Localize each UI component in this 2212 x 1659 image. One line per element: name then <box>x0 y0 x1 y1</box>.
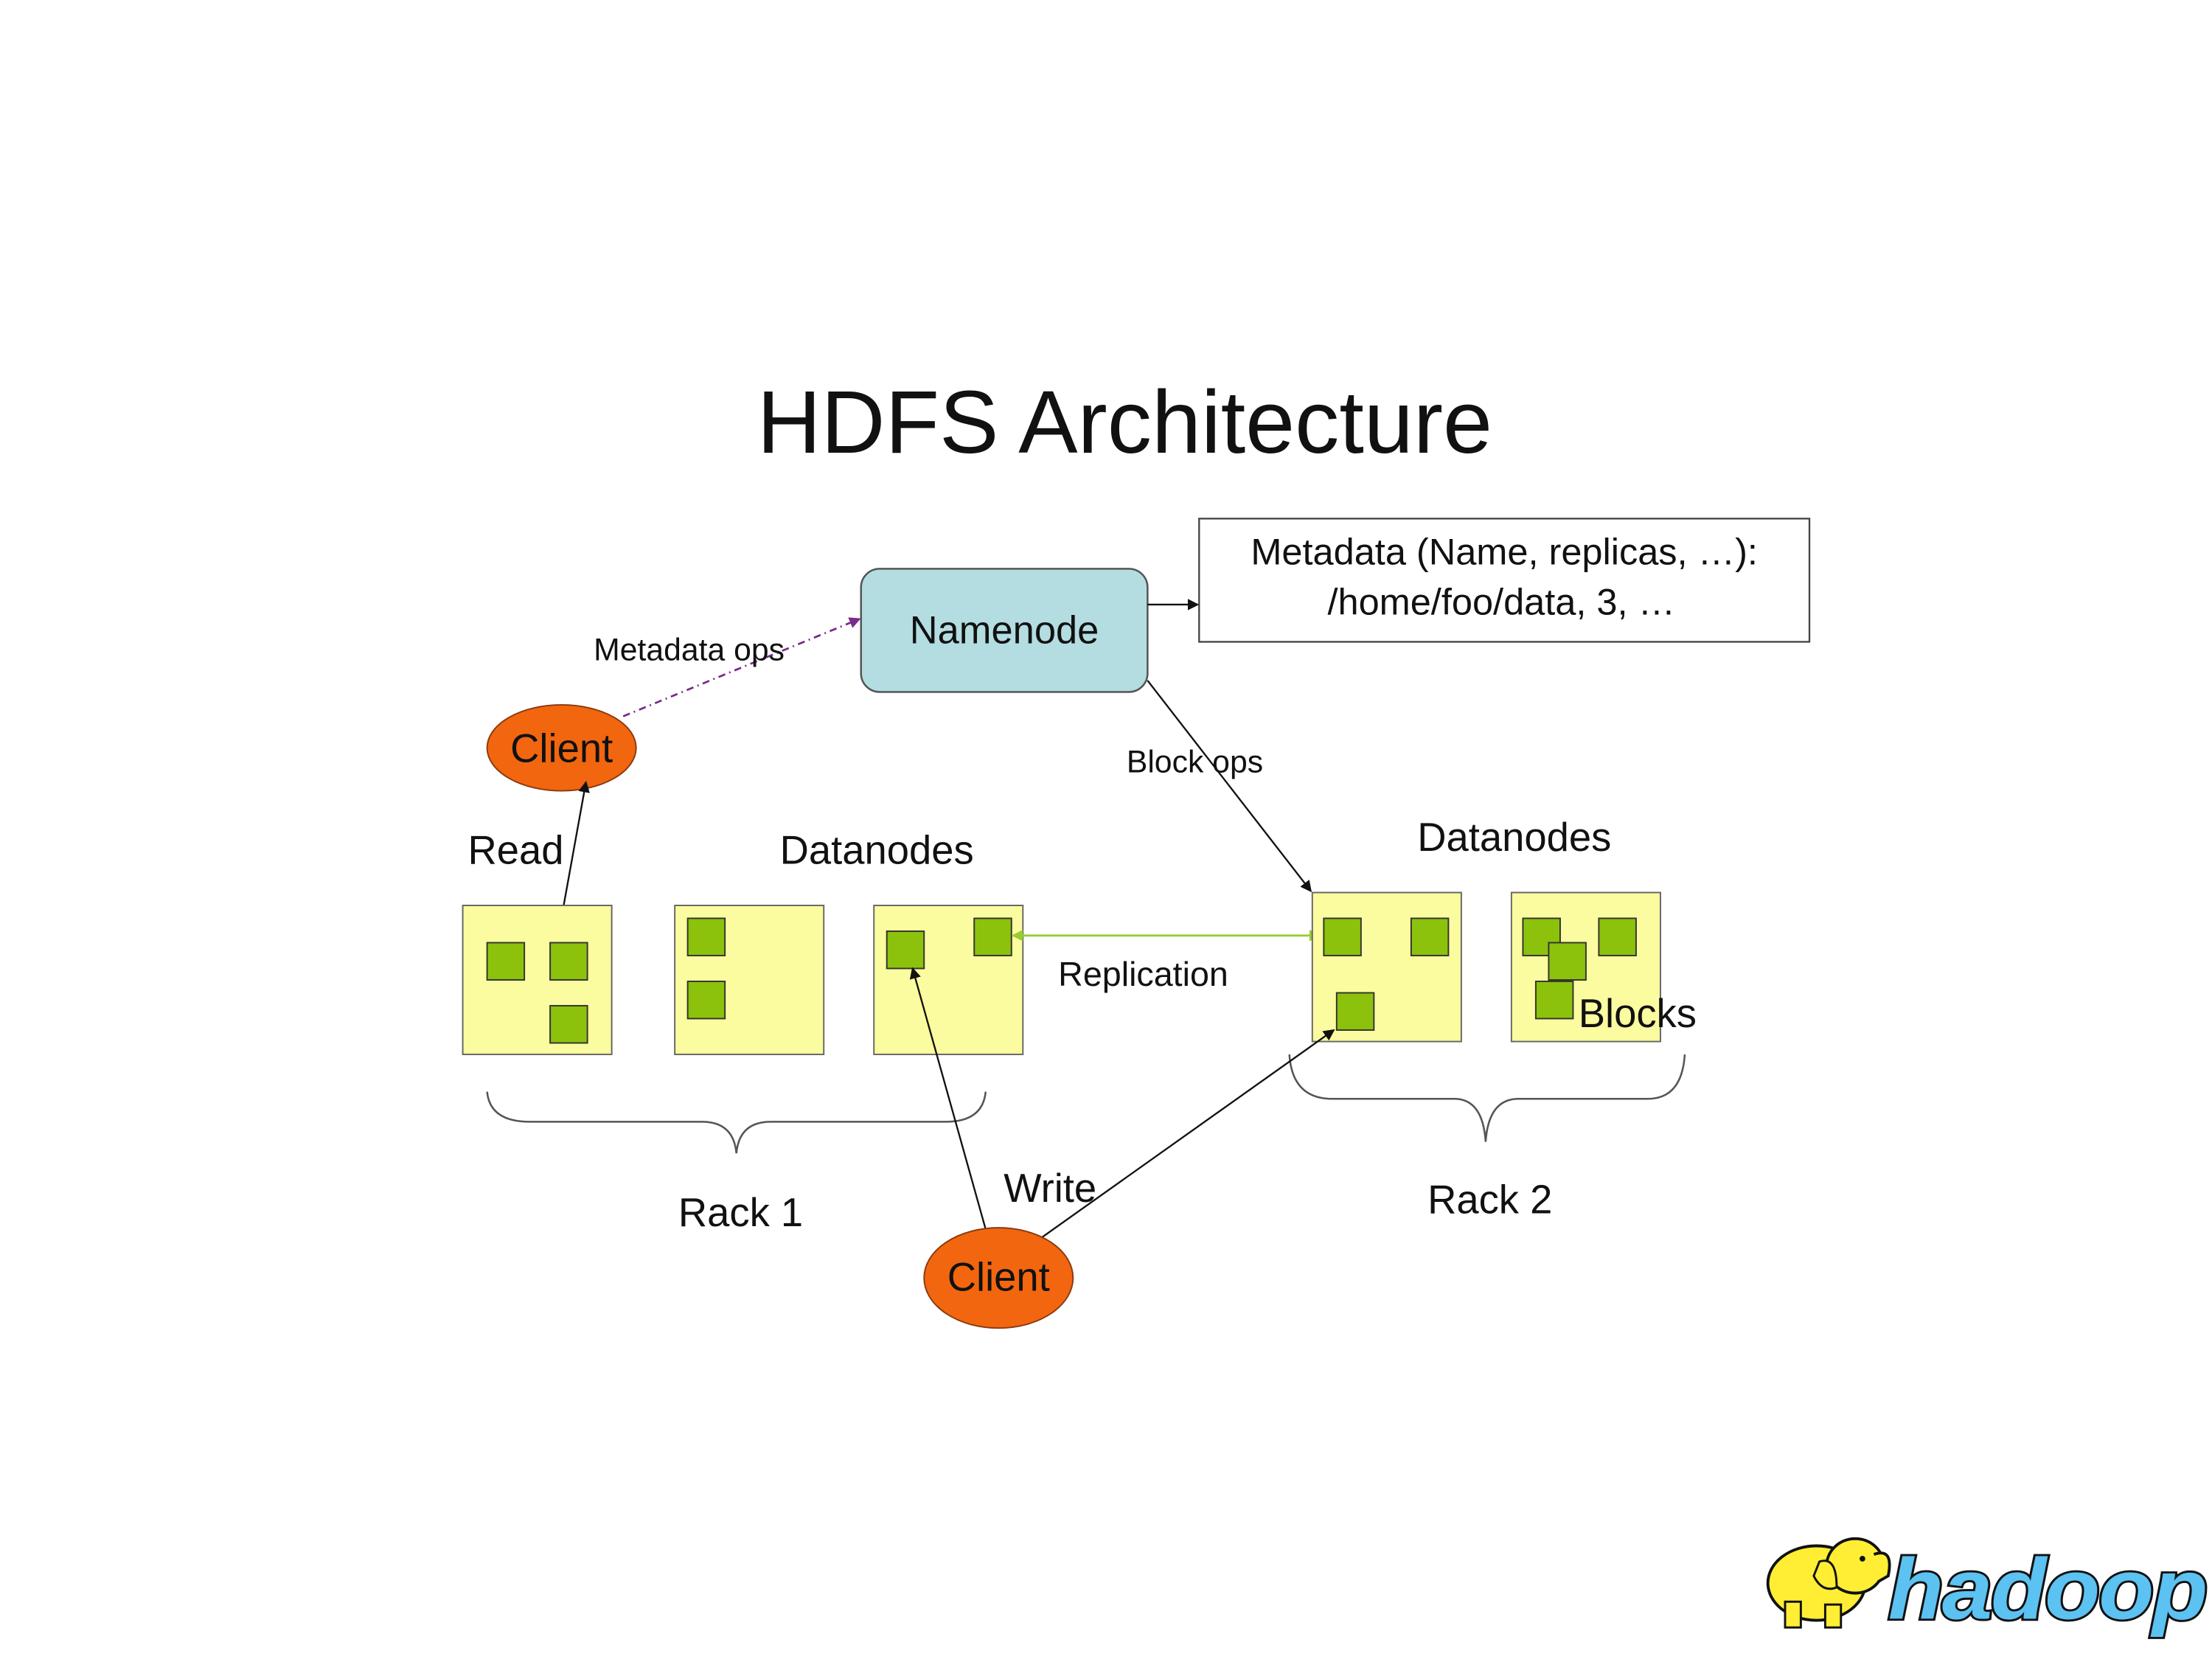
client-read: Client <box>486 703 637 792</box>
block <box>886 930 925 970</box>
datanode-5 <box>1510 891 1661 1043</box>
slide-title: HDFS Architecture <box>757 372 1492 472</box>
rack2-brace <box>1288 1054 1686 1142</box>
metadata-ops-arrow <box>622 617 861 717</box>
block <box>973 917 1012 956</box>
block-ops-label: Block ops <box>1127 744 1263 779</box>
block <box>686 917 726 956</box>
datanodes-rack2-label: Datanodes <box>1417 815 1611 860</box>
block <box>1410 917 1450 956</box>
block-ops-arrow <box>1147 680 1312 893</box>
hadoop-logo: hadoop <box>1766 1537 2210 1640</box>
metadata-ops-label: Metadata ops <box>594 633 785 668</box>
elephant-icon <box>1766 1537 1891 1629</box>
rack1-brace <box>486 1091 987 1154</box>
block <box>1335 992 1375 1031</box>
rack2-label: Rack 2 <box>1427 1178 1552 1222</box>
write-label: Write <box>1004 1166 1096 1211</box>
datanodes-rack1-label: Datanodes <box>780 828 974 873</box>
block <box>486 942 526 981</box>
client-write-label: Client <box>947 1255 1050 1300</box>
metadata-line1: Metadata (Name, replicas, …): <box>1251 531 1758 573</box>
datanode-2 <box>674 905 825 1056</box>
replication-label: Replication <box>1058 955 1228 993</box>
metadata-line2: /home/foo/data, 3, … <box>1327 581 1675 623</box>
metadata-box: Metadata (Name, replicas, …): /home/foo/… <box>1198 518 1811 643</box>
datanode-4 <box>1311 891 1462 1043</box>
read-arrow <box>560 780 590 917</box>
client-read-label: Client <box>510 726 613 771</box>
block <box>686 980 726 1020</box>
client-write: Client <box>923 1227 1074 1329</box>
write-arrow-rack2 <box>1037 1029 1335 1242</box>
block <box>549 942 588 981</box>
hadoop-wordmark: hadoop <box>1888 1541 2206 1638</box>
blocks-label: Blocks <box>1579 991 1697 1036</box>
write-arrow-rack1 <box>909 967 987 1230</box>
block <box>1534 980 1574 1020</box>
datanode-1 <box>462 905 613 1056</box>
block <box>1598 917 1637 956</box>
namenode: Namenode <box>860 568 1149 693</box>
namenode-label: Namenode <box>910 609 1099 652</box>
block <box>1323 917 1362 956</box>
block <box>549 1005 588 1044</box>
block <box>1548 942 1587 981</box>
datanode-3 <box>873 905 1024 1056</box>
read-label: Read <box>467 828 563 873</box>
rack1-label: Rack 1 <box>678 1190 803 1235</box>
